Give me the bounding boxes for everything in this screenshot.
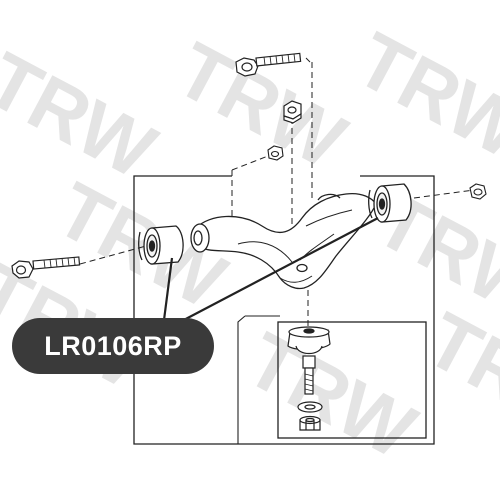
castle-nut — [299, 415, 321, 431]
washer — [297, 401, 323, 413]
small-nut — [267, 145, 284, 161]
watermark-text: TRW — [163, 25, 360, 186]
ball-joint — [287, 326, 331, 395]
front-bolt — [11, 256, 81, 279]
assembly-frame — [133, 175, 435, 445]
assembly-axes — [79, 57, 475, 330]
part-number-label: LR0106RP — [12, 318, 214, 374]
pointer-lines — [162, 217, 379, 323]
top-bolt — [235, 52, 302, 77]
ball-joint-inset — [277, 321, 427, 439]
inset-connector — [237, 315, 246, 444]
rear-nut — [469, 183, 487, 200]
watermark-text: TRW — [233, 315, 430, 476]
watermark-text: TRW — [343, 15, 500, 176]
front-bushing — [138, 225, 184, 265]
top-nut — [283, 100, 302, 124]
rear-bushing — [368, 183, 412, 223]
